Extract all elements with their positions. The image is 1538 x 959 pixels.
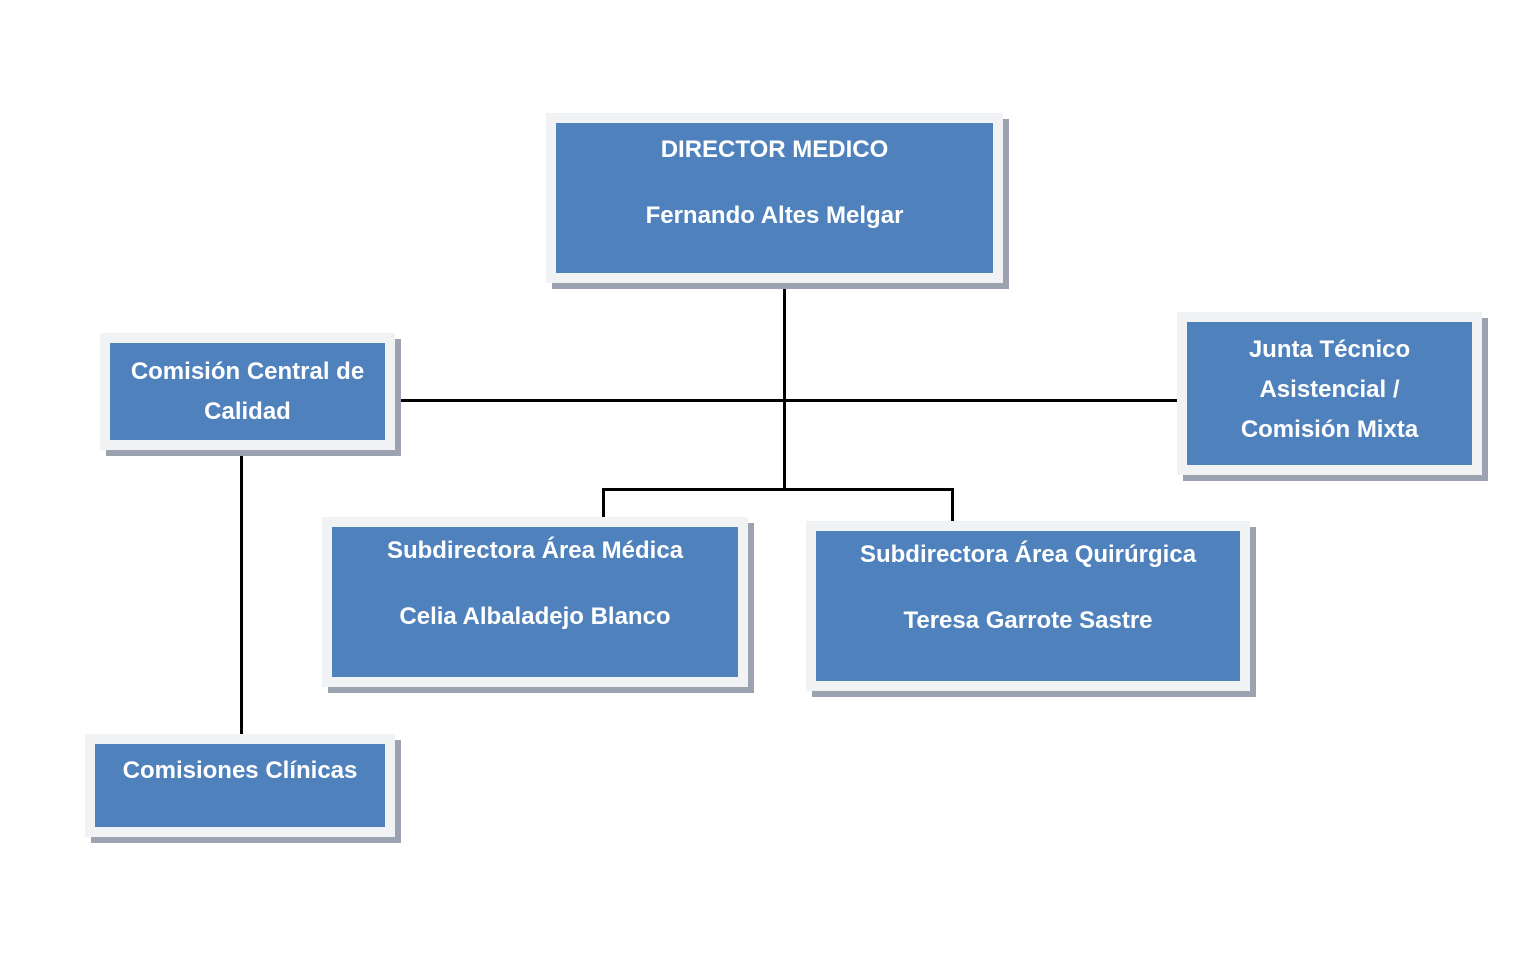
director-title: DIRECTOR MEDICO (660, 136, 889, 163)
org-node-junta: Junta Técnico Asistencial / Comisión Mix… (1177, 312, 1482, 475)
sub-medica-name: Celia Albaladejo Blanco (399, 603, 671, 630)
connector-sub-medica-stub (602, 488, 605, 517)
org-node-sub-medica: Subdirectora Área Médica Celia Albaladej… (322, 517, 748, 687)
junta-line3: Comisión Mixta (1240, 415, 1419, 443)
org-node-comision-central: Comisión Central de Calidad (100, 333, 395, 450)
connector-sub-quirurgica-stub (951, 488, 954, 521)
comision-central-line1: Comisión Central de (130, 357, 365, 385)
sub-quirurgica-name: Teresa Garrote Sastre (903, 607, 1153, 634)
junta-line1: Junta Técnico (1248, 335, 1411, 363)
comision-central-line2: Calidad (204, 397, 291, 425)
junta-line2: Asistencial / (1259, 375, 1400, 403)
sub-quirurgica-title: Subdirectora Área Quirúrgica (859, 541, 1197, 568)
sub-medica-title: Subdirectora Área Médica (386, 537, 684, 564)
connector-comision-clinicas-vertical (240, 450, 243, 734)
connector-subdirectors-horizontal (602, 488, 954, 491)
org-node-director: DIRECTOR MEDICO Fernando Altes Melgar (546, 113, 1003, 283)
org-node-sub-quirurgica: Subdirectora Área Quirúrgica Teresa Garr… (806, 521, 1250, 691)
connector-director-vertical (783, 283, 786, 491)
org-node-comisiones-clinicas: Comisiones Clínicas (85, 734, 395, 837)
comisiones-clinicas-title: Comisiones Clínicas (122, 757, 358, 784)
connector-cross-horizontal (395, 399, 1177, 402)
director-name: Fernando Altes Melgar (645, 202, 904, 229)
